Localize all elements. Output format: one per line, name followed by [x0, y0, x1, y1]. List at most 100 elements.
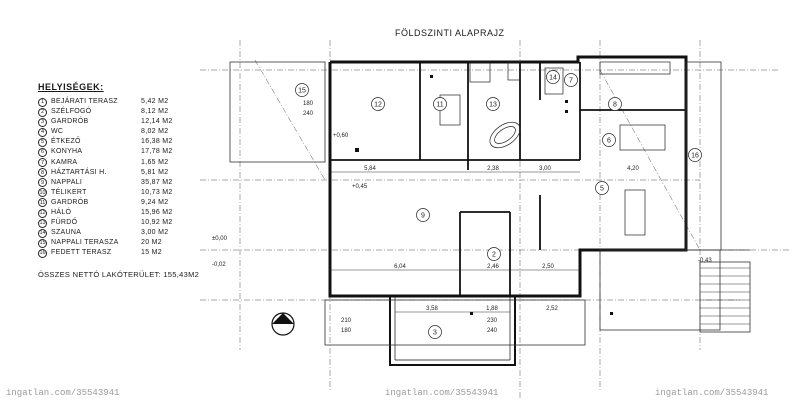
room-tag: 3 [433, 330, 437, 337]
room-tag-circle [608, 97, 622, 111]
level-mark: -0,43 [698, 258, 712, 264]
dimension-label: 2,38 [487, 166, 499, 172]
room-tag: 7 [569, 78, 573, 85]
legend-row: 1 BEJÁRATI TERASZ 5,42 M2 [38, 97, 173, 107]
room-tag: 9 [421, 213, 425, 220]
room-number: 3 [38, 117, 47, 127]
dimension-label: 240 [487, 328, 498, 334]
winter-garden-walls [389, 296, 516, 366]
room-area: 17,78 M2 [141, 148, 173, 156]
room-tag: 15 [298, 88, 306, 95]
dimension-label: 3,00 [539, 166, 551, 172]
stairs [700, 267, 750, 325]
room-number: 10 [38, 188, 47, 198]
level-mark: -0,02 [212, 262, 226, 268]
room-tag-circle [602, 133, 616, 147]
room-number: 8 [38, 168, 47, 178]
room-tag-circle [688, 148, 702, 162]
room-tag-circle [487, 247, 501, 261]
dimension-label: 230 [487, 318, 498, 324]
room-area: 8,02 M2 [141, 128, 169, 136]
room-name: FEDETT TERASZ [51, 249, 112, 257]
north-arrow-icon [271, 312, 295, 336]
dimension-label: 1,88 [486, 306, 498, 312]
room-tag: 16 [691, 153, 699, 160]
room-tag-circle [428, 325, 442, 339]
room-number: 16 [38, 248, 47, 258]
room-tag: 12 [374, 102, 382, 109]
furniture [439, 61, 671, 236]
room-name: KAMRA [51, 158, 78, 166]
room-name: NAPPALI TERASZA [51, 239, 119, 247]
outer-walls [328, 55, 688, 298]
level-mark: ±0,00 [212, 236, 228, 242]
dimension-label: 4,20 [627, 166, 639, 172]
room-number: 4 [38, 127, 47, 137]
watermark: ingatlan.com/35543941 [6, 388, 120, 398]
room-name: SZAUNA [51, 229, 82, 237]
room-number: 12 [38, 208, 47, 218]
room-name: TÉLIKERT [51, 188, 87, 196]
room-area: 15 M2 [141, 249, 162, 257]
grid-lines [200, 40, 790, 400]
room-tag: 13 [489, 102, 497, 109]
room-area: 5,42 M2 [141, 98, 169, 105]
terraces [229, 61, 751, 346]
room-tag-circle [416, 208, 430, 222]
legend-row: 4 WC 8,02 M2 [38, 127, 173, 137]
room-number: 2 [38, 107, 47, 117]
room-number: 15 [38, 238, 47, 248]
room-name: BEJÁRATI TERASZ [51, 98, 118, 105]
room-name: SZÉLFOGÓ [51, 108, 92, 116]
dimension-label: 2,50 [542, 264, 554, 270]
room-name: GARDRÓB [51, 198, 89, 206]
room-name: GARDRÓB [51, 118, 89, 126]
wall-sections [355, 75, 613, 315]
room-area: 12,14 M2 [141, 118, 173, 126]
dimension-label: 240 [303, 111, 314, 117]
dimension-label: 210 [341, 318, 352, 324]
room-name: NAPPALI [51, 178, 83, 186]
dimension-label: 2,52 [546, 306, 558, 312]
room-tag: 2 [492, 252, 496, 259]
level-marks: +0,45 ±0,00 -0,02 -0,43 +0,60 [212, 133, 712, 268]
room-tag-circle [564, 73, 578, 87]
room-number: 7 [38, 158, 47, 168]
room-name: ÉTKEZŐ [51, 138, 81, 146]
room-tag: 6 [607, 138, 611, 145]
room-tag-circle [486, 97, 500, 111]
room-name: FÜRDŐ [51, 219, 78, 227]
room-area: 10,92 M2 [141, 219, 173, 227]
dimension-label: 5,84 [364, 166, 376, 172]
room-number: 6 [38, 148, 47, 158]
room-tag: 8 [613, 102, 617, 109]
room-tag: 5 [600, 186, 604, 193]
dimension-label: 2,46 [487, 264, 499, 270]
dimension-label: 180 [303, 101, 314, 107]
legend-row: 3 GARDRÓB 12,14 M2 [38, 117, 173, 127]
dimension-label: 180 [341, 328, 352, 334]
room-name: WC [51, 128, 64, 136]
level-mark: +0,60 [333, 133, 349, 139]
room-number: 1 [38, 97, 47, 107]
room-area: 9,24 M2 [141, 198, 169, 206]
legend-heading: HELYISÉGEK: [38, 82, 104, 92]
room-tag-circle [371, 97, 385, 111]
level-mark: +0,45 [352, 184, 368, 190]
room-number: 9 [38, 178, 47, 188]
inner-walls [330, 62, 686, 296]
dimension-label: 3,58 [426, 306, 438, 312]
